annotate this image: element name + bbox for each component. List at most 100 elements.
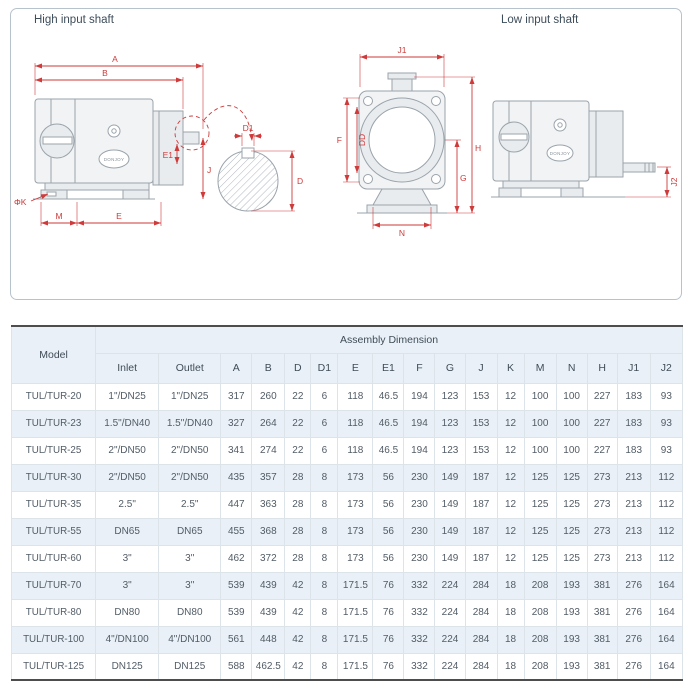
dim-cell: 18 <box>496 598 525 627</box>
dim-label-m: M <box>55 211 62 221</box>
dim-cell: 2"/DN50 <box>158 463 222 492</box>
dim-cell: 8 <box>310 571 339 600</box>
col-header-inlet: Inlet <box>95 352 160 384</box>
dim-cell: 164 <box>649 625 684 654</box>
dim-cell: 273 <box>586 463 618 492</box>
dim-cell: 171.5 <box>337 598 374 627</box>
dim-cell: 93 <box>649 436 684 465</box>
dim-cell: 56 <box>372 490 405 519</box>
model-cell: TUL/TUR-20 <box>10 382 97 411</box>
dim-cell: 274 <box>251 436 286 465</box>
dim-cell: DN65 <box>95 517 160 546</box>
dim-cell: 332 <box>403 652 436 681</box>
dim-cell: 462 <box>220 544 253 573</box>
dim-label-dd: DD <box>357 134 367 146</box>
high-shaft-drawing: DONJOY A B E1 <box>14 54 254 226</box>
dim-cell: 276 <box>616 571 651 600</box>
dim-cell: 12 <box>496 490 525 519</box>
dim-cell: 230 <box>403 490 436 519</box>
dim-cell: 12 <box>496 409 525 438</box>
dim-cell: 187 <box>464 463 498 492</box>
dim-cell: 264 <box>251 409 286 438</box>
dim-cell: 100 <box>555 436 588 465</box>
dim-cell: 2"/DN50 <box>158 436 222 465</box>
dim-cell: 125 <box>555 517 588 546</box>
dim-cell: 2"/DN50 <box>95 463 160 492</box>
dim-cell: 381 <box>586 598 618 627</box>
dim-cell: 46.5 <box>372 409 405 438</box>
dim-cell: 112 <box>649 463 684 492</box>
dim-cell: 1.5"/DN40 <box>158 409 222 438</box>
model-header: Model <box>10 325 97 384</box>
dim-cell: 213 <box>616 544 651 573</box>
dim-cell: 187 <box>464 544 498 573</box>
dim-cell: 42 <box>284 571 312 600</box>
dim-cell: 208 <box>523 598 557 627</box>
dim-label-j: J <box>207 165 211 175</box>
dim-cell: 22 <box>284 382 312 411</box>
model-cell: TUL/TUR-55 <box>10 517 97 546</box>
top-flange <box>387 72 417 80</box>
model-cell: TUL/TUR-100 <box>10 625 97 654</box>
dim-cell: 6 <box>310 382 339 411</box>
dim-cell: 18 <box>496 571 525 600</box>
dim-cell: 193 <box>555 598 588 627</box>
foot-rail-low <box>502 180 580 189</box>
dim-cell: 332 <box>403 625 436 654</box>
dim-cell: 230 <box>403 517 436 546</box>
model-cell: TUL/TUR-25 <box>10 436 97 465</box>
shaft-section-detail: D1 D <box>217 123 303 212</box>
dim-label-phi-k: ΦK <box>14 197 27 207</box>
dim-cell: 561 <box>220 625 253 654</box>
dim-label-g: G <box>460 173 467 183</box>
dim-cell: 76 <box>372 625 405 654</box>
dim-cell: 118 <box>337 409 374 438</box>
col-header-b: B <box>251 352 286 384</box>
dim-cell: 42 <box>284 625 312 654</box>
dim-cell: DN80 <box>158 598 222 627</box>
dim-cell: 149 <box>434 544 466 573</box>
dim-cell: 100 <box>555 382 588 411</box>
dim-cell: 276 <box>616 625 651 654</box>
dim-cell: 284 <box>464 598 498 627</box>
dim-cell: 1"/DN25 <box>158 382 222 411</box>
col-header-e: E <box>337 352 374 384</box>
dim-cell: 12 <box>496 544 525 573</box>
dim-cell: 125 <box>523 517 557 546</box>
dim-cell: 539 <box>220 571 253 600</box>
dim-cell: 12 <box>496 382 525 411</box>
dim-cell: 171.5 <box>337 625 374 654</box>
dim-cell: 18 <box>496 625 525 654</box>
dim-cell: 123 <box>434 436 466 465</box>
dim-cell: 149 <box>434 490 466 519</box>
dim-cell: 125 <box>523 463 557 492</box>
model-cell: TUL/TUR-35 <box>10 490 97 519</box>
dim-cell: 125 <box>523 544 557 573</box>
dim-cell: 435 <box>220 463 253 492</box>
dim-cell: 18 <box>496 652 525 681</box>
dim-cell: 4"/DN100 <box>95 625 160 654</box>
dim-cell: 317 <box>220 382 253 411</box>
dim-cell: 588 <box>220 652 253 681</box>
dim-cell: 42 <box>284 652 312 681</box>
drawing-panel: High input shaft Low input shaft <box>10 8 682 300</box>
dim-cell: 327 <box>220 409 253 438</box>
dim-cell: 284 <box>464 652 498 681</box>
dim-cell: 125 <box>555 544 588 573</box>
model-cell: TUL/TUR-125 <box>10 652 97 681</box>
dim-cell: 357 <box>251 463 286 492</box>
dim-cell: 42 <box>284 598 312 627</box>
dim-cell: 149 <box>434 517 466 546</box>
dim-label-a: A <box>112 54 118 64</box>
dim-cell: 112 <box>649 517 684 546</box>
dim-cell: 208 <box>523 571 557 600</box>
dim-cell: 125 <box>555 463 588 492</box>
dim-cell: 455 <box>220 517 253 546</box>
dim-cell: 46.5 <box>372 436 405 465</box>
model-cell: TUL/TUR-60 <box>10 544 97 573</box>
